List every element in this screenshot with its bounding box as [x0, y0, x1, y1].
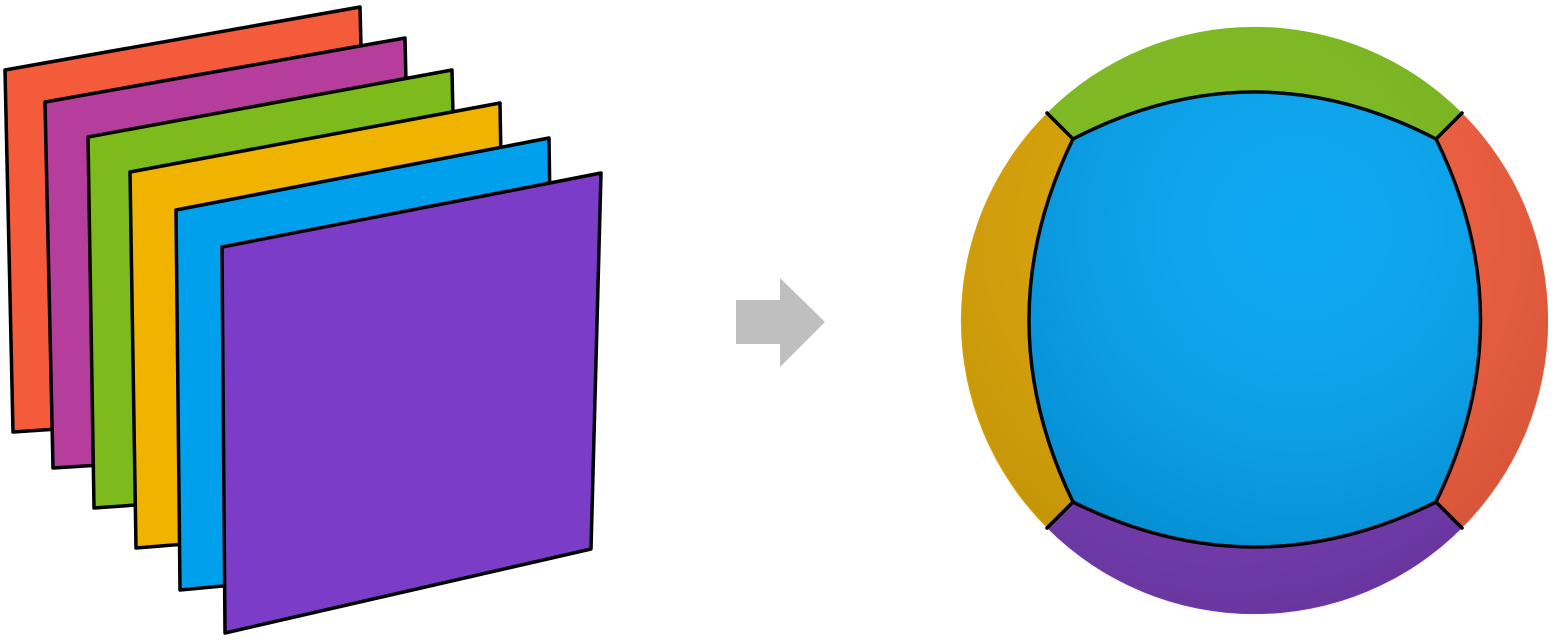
arrow-right-icon — [736, 278, 825, 367]
sphere-front-face — [1027, 90, 1483, 549]
plane-stack — [3, 5, 603, 635]
seam-bottom-left — [1045, 500, 1075, 530]
sphere-seams — [1045, 111, 1464, 530]
seam-top-left — [1045, 111, 1075, 141]
seam-top-right — [1434, 111, 1464, 141]
plane-purple — [220, 171, 603, 635]
seam-bottom-right — [1434, 500, 1464, 530]
sphere — [960, 26, 1549, 615]
